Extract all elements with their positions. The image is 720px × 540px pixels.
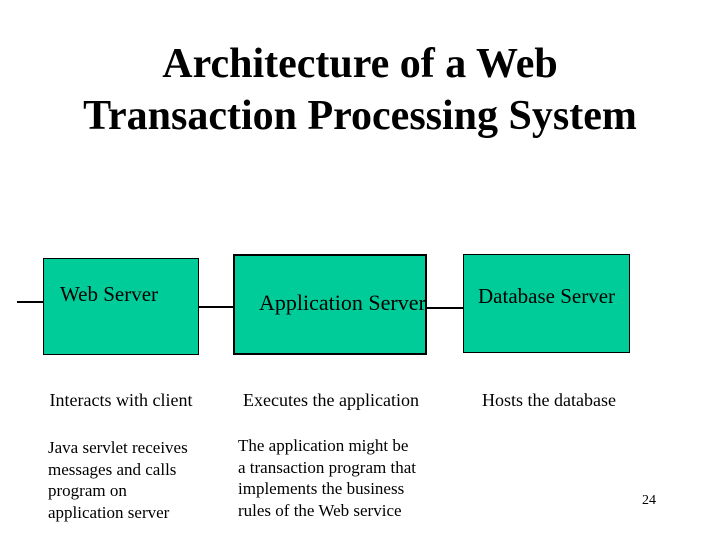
connector-line-left (17, 301, 43, 303)
database-server-label: Database Server (478, 284, 616, 308)
connector-application-to-database (427, 307, 463, 309)
slide-title: Architecture of a Web Transaction Proces… (83, 41, 637, 139)
application-server-detail-text: The application might be a transaction p… (238, 436, 416, 520)
application-server-label: Application Server (259, 290, 426, 315)
application-server-role-caption: Executes the application (243, 390, 419, 410)
page-number: 24 (642, 493, 656, 508)
web-server-role-caption: Interacts with client (49, 390, 193, 410)
database-server-box (463, 254, 630, 353)
database-server-role-caption: Hosts the database (482, 390, 616, 410)
web-server-detail-text: Java servlet receives messages and calls… (48, 438, 188, 522)
web-server-box (43, 258, 199, 355)
web-server-label: Web Server (60, 282, 159, 306)
application-server-box (233, 254, 427, 355)
connector-web-to-application (199, 306, 234, 308)
